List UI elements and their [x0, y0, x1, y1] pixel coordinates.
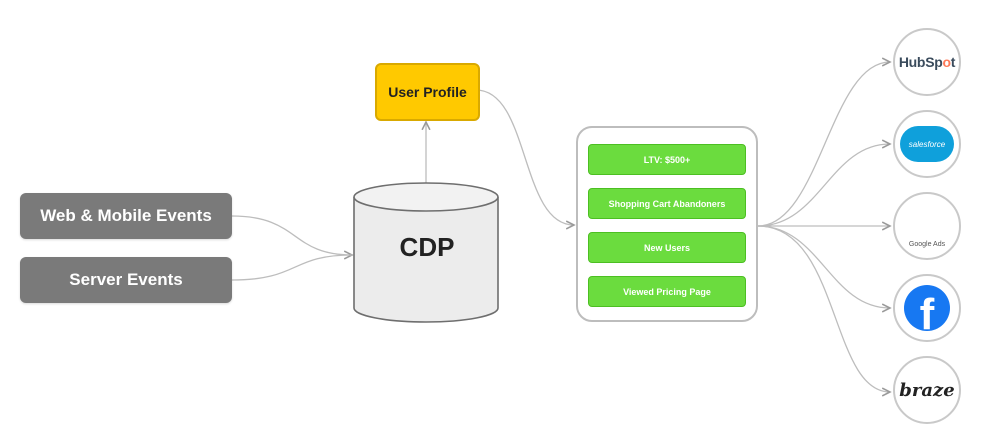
- connector-profile-to-segments: [475, 89, 574, 225]
- hubspot-logo: HubSpot: [898, 54, 956, 70]
- user-profile-label: User Profile: [388, 84, 467, 100]
- connector-to-braze: [757, 225, 890, 392]
- connector-to-hubspot: [757, 62, 890, 227]
- facebook-icon: f: [904, 285, 950, 331]
- destination-salesforce: salesforce: [893, 110, 961, 178]
- server-events-box: Server Events: [20, 257, 232, 303]
- cdp-label: CDP: [399, 232, 455, 262]
- connector-to-salesforce: [757, 144, 890, 227]
- braze-logo: braze: [899, 379, 955, 401]
- destination-hubspot: HubSpot: [893, 28, 961, 96]
- segment-cart-abandoners: Shopping Cart Abandoners: [588, 188, 746, 219]
- connector-web-to-cdp: [231, 215, 352, 255]
- segment-ltv: LTV: $500+: [588, 144, 746, 175]
- destination-google-ads: Google Ads: [893, 192, 961, 260]
- segment-label: LTV: $500+: [643, 154, 691, 165]
- segment-label: New Users: [643, 242, 691, 253]
- web-mobile-events-box: Web & Mobile Events: [20, 193, 232, 239]
- salesforce-logo: salesforce: [900, 126, 954, 162]
- connector-server-to-cdp: [231, 254, 353, 281]
- segment-new-users: New Users: [588, 232, 746, 263]
- segment-label: Shopping Cart Abandoners: [608, 198, 726, 209]
- segment-label: Viewed Pricing Page: [623, 286, 711, 297]
- google-ads-caption: Google Ads: [908, 241, 946, 248]
- audience-segments-panel: LTV: $500+ Shopping Cart Abandoners New …: [576, 126, 758, 322]
- web-mobile-events-label: Web & Mobile Events: [40, 206, 212, 225]
- user-profile-box: User Profile: [375, 63, 480, 121]
- cdp-database-icon: [353, 182, 499, 323]
- destination-braze: braze: [893, 356, 961, 424]
- server-events-label: Server Events: [69, 270, 183, 289]
- destination-facebook: f: [893, 274, 961, 342]
- connector-to-facebook: [757, 225, 890, 308]
- segment-viewed-pricing: Viewed Pricing Page: [588, 276, 746, 307]
